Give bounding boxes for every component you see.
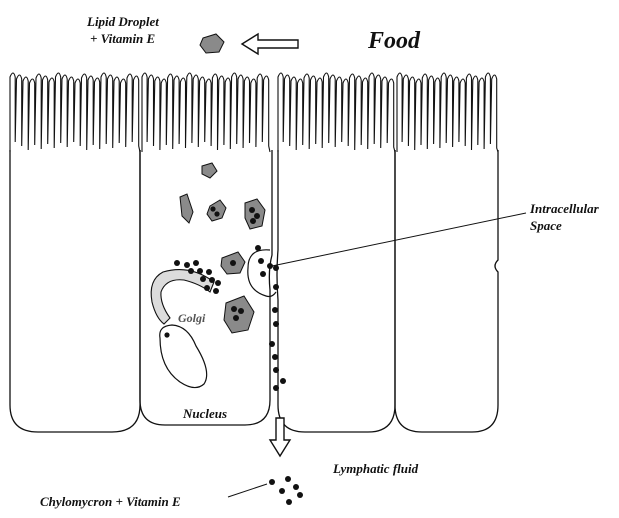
intracellular-space-label-line2: Space xyxy=(530,218,562,233)
microvilli-outline xyxy=(10,73,498,152)
lipid-droplet xyxy=(224,296,254,333)
lipid-droplet-food xyxy=(200,34,224,53)
chylomicron-pointer-line xyxy=(228,484,267,497)
exit-arrow-icon xyxy=(270,418,290,456)
lymphatic-fluid-label: Lymphatic fluid xyxy=(332,461,419,476)
chylomicron-particles xyxy=(164,206,303,505)
chylomicron-label: Chylomycron + Vitamin E xyxy=(40,494,181,509)
nucleus-label: Nucleus xyxy=(182,406,227,421)
lipid-droplet-label-line1: Lipid Droplet xyxy=(86,14,159,29)
epithelial-cells xyxy=(10,150,498,432)
lipid-droplet xyxy=(180,194,193,223)
lipid-droplet xyxy=(202,163,217,178)
golgi-label: Golgi xyxy=(178,311,206,325)
cell-1-outline xyxy=(10,150,140,432)
food-arrow-icon xyxy=(242,34,298,54)
food-label: Food xyxy=(367,28,421,54)
intracellular-pointer-line xyxy=(272,213,526,266)
cell-3-outline xyxy=(277,150,395,432)
cell-4-outline xyxy=(395,150,498,432)
lipid-droplet xyxy=(207,200,226,221)
lipid-droplet-label-line2: + Vitamin E xyxy=(90,31,156,46)
intracellular-space-label-line1: Intracellular xyxy=(529,201,600,216)
microvilli-brush-border xyxy=(10,73,498,152)
